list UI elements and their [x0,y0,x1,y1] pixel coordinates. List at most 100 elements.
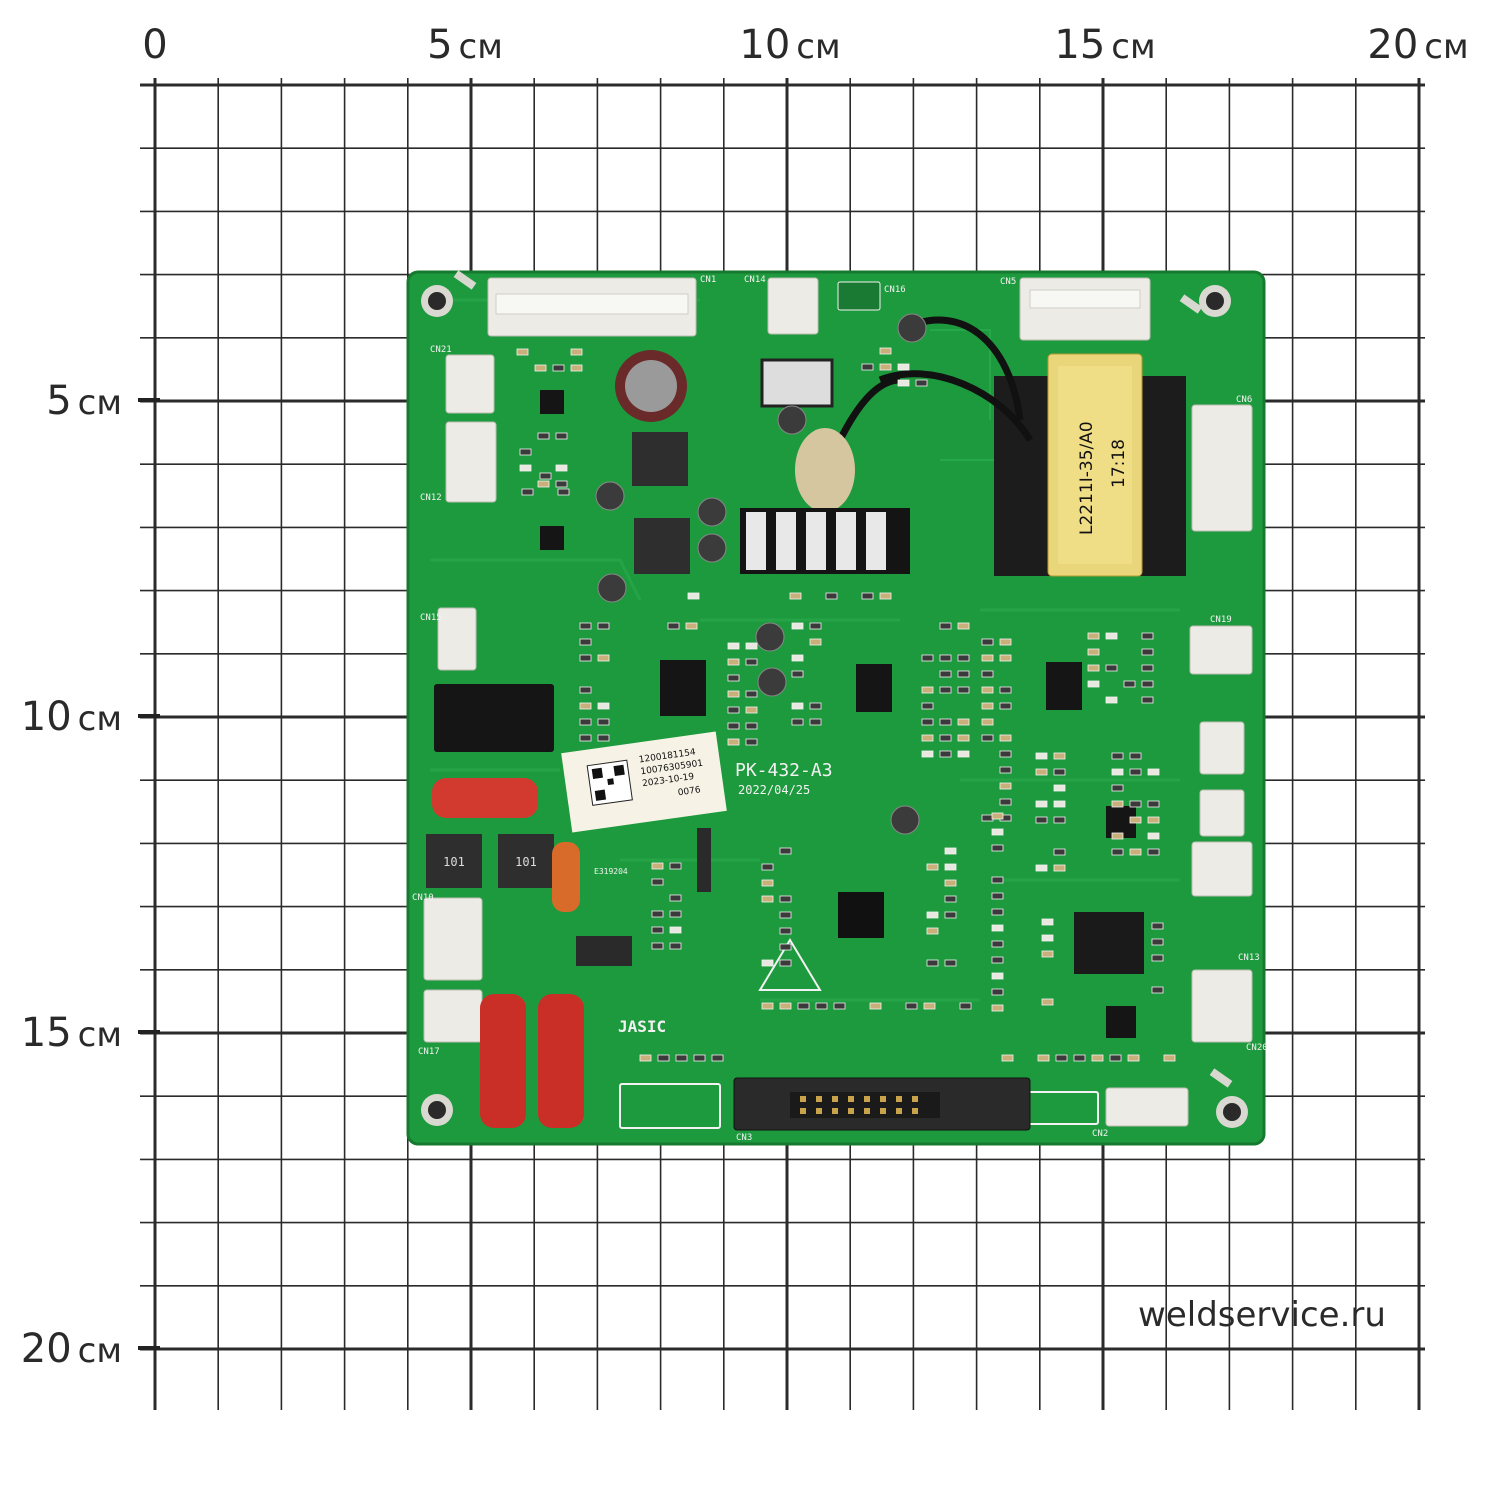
svg-text:17:18: 17:18 [1109,439,1129,488]
smd-part [552,364,565,372]
smd-part [991,924,1004,932]
svg-text:0076: 0076 [677,785,701,798]
svg-text:CN16: CN16 [884,285,906,295]
smd-part [667,622,680,630]
connector-footprint-bottom-left [619,1083,721,1129]
smd-part [879,363,892,371]
connector-side-1 [1199,721,1245,775]
smd-part [669,942,682,950]
small-electrolytic-caps [595,313,927,835]
smd-part [991,844,1004,852]
smd-part [597,718,610,726]
smd-part [944,959,957,967]
smd-part [959,1002,972,1010]
smd-part [1087,648,1100,656]
smd-part [1129,816,1142,824]
smd-part [1151,922,1164,930]
esd-warning-icon [758,938,822,991]
film-cap-c85 [552,842,580,912]
smd-part [537,432,550,440]
smd-part [921,718,934,726]
smd-part [939,750,952,758]
smd-part [657,1054,670,1062]
smd-part [761,959,774,967]
transformer: L2211I-35/A0 17:18 [994,353,1186,577]
smd-part [981,702,994,710]
smd-part [957,622,970,630]
smd-part [999,798,1012,806]
connector-side-3 [1191,841,1253,897]
smd-part [579,718,592,726]
smd-part [1105,696,1118,704]
ic-u3 [540,526,564,550]
smd-part [957,670,970,678]
smd-part [825,592,838,600]
smd-part [861,592,874,600]
inductor-101-b: 101 [498,834,554,888]
smd-part [1147,768,1160,776]
smd-part [1035,768,1048,776]
smd-part [939,686,952,694]
smd-part [727,642,740,650]
smd-part [1111,752,1124,760]
smd-part [957,686,970,694]
smd-part [1041,950,1054,958]
smd-part [1129,800,1142,808]
power-transistor [760,358,834,408]
smd-part [579,734,592,742]
smd-part [981,734,994,742]
smd-part [1105,632,1118,640]
label-cn20: CN20 [1246,1043,1268,1053]
smd-part [1053,848,1066,856]
smd-part [1151,986,1164,994]
jasic-logo: JASIC [618,1017,666,1036]
smd-part [651,910,664,918]
smd-part [939,622,952,630]
smd-part [745,706,758,714]
smd-part [597,654,610,662]
smd-part [957,718,970,726]
smd-part [727,690,740,698]
smd-part [944,879,957,887]
smd-part [944,863,957,871]
smd-part [791,702,804,710]
svg-text:CN6: CN6 [1236,395,1252,405]
svg-text:CN12: CN12 [420,493,442,503]
smd-part [991,812,1004,820]
smd-part [745,642,758,650]
smd-part [745,690,758,698]
smd-part [981,814,994,822]
smd-part [779,895,792,903]
smd-part [727,738,740,746]
smd-part [991,940,1004,948]
connector-cn10: CN10 [412,893,483,981]
smd-part [905,1002,918,1010]
smd-part [1041,998,1054,1006]
smd-part [675,1054,688,1062]
smd-part [926,927,939,935]
connector-cn16: CN16 [837,281,906,311]
smd-part [791,654,804,662]
mounting-hole-tr [1199,285,1231,317]
svg-text:CN1: CN1 [700,275,716,285]
smd-part [991,988,1004,996]
smd-part [939,654,952,662]
smd-part [1105,664,1118,672]
smd-part [579,686,592,694]
ribbon-header-cn3: CN3 [733,1077,1031,1143]
smd-part [570,348,583,356]
smd-part [1053,800,1066,808]
smd-part [1091,1054,1104,1062]
smd-part [939,734,952,742]
mounting-hole-tl [421,285,453,317]
smd-part [809,718,822,726]
smd-part [981,718,994,726]
smd-part [1129,848,1142,856]
smd-part [999,686,1012,694]
smd-part [685,622,698,630]
smd-part [779,847,792,855]
smd-part [1001,1054,1014,1062]
smd-part [921,750,934,758]
smd-part [555,432,568,440]
electrolytic-cap-large [615,350,687,422]
